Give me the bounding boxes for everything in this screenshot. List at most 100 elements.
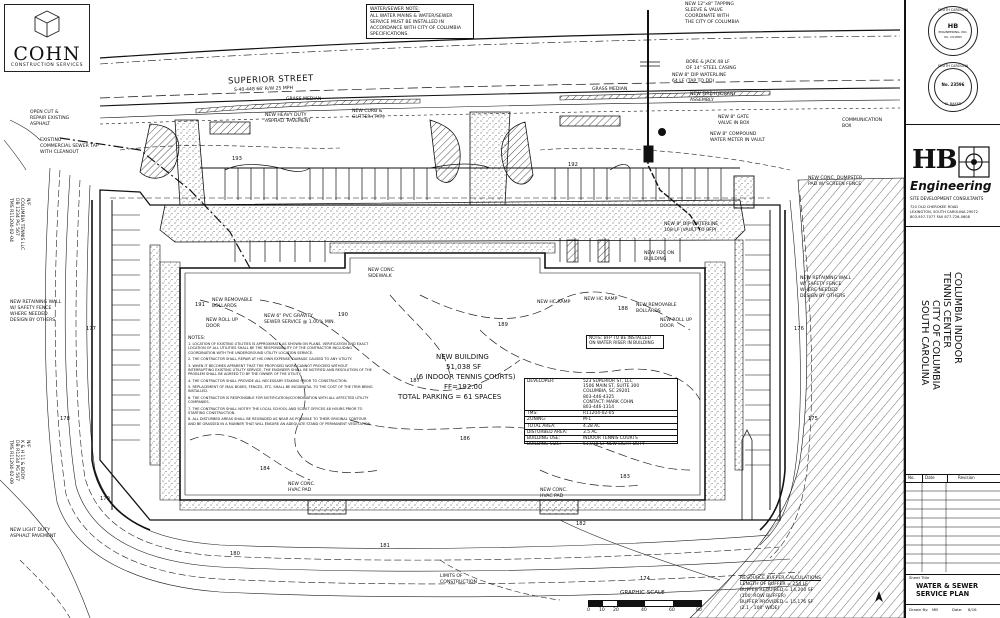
building-parking: TOTAL PARKING = 61 SPACES bbox=[398, 393, 502, 401]
callout-line: PAD W/ SCREEN FENCE bbox=[808, 182, 862, 187]
site-data-label: BUILDING USE: bbox=[527, 435, 560, 441]
callout-line: NEW RETAINING WALL bbox=[800, 276, 852, 281]
callout-line: DESIGN BY OTHERS bbox=[800, 294, 846, 299]
grass-medians bbox=[195, 90, 771, 114]
site-data-row: DEVELOPER:523 SUPERIOR ST, LLC bbox=[525, 379, 677, 384]
tb-divider bbox=[906, 574, 1000, 575]
scale-segment bbox=[673, 601, 701, 606]
callout-line: BORE & JACK 48 LF bbox=[686, 60, 730, 65]
hvac-pads bbox=[307, 499, 579, 515]
rev-header-no: No. bbox=[906, 474, 923, 482]
callout-line: SEWER SERVICE @ 1.00% MIN. bbox=[264, 320, 336, 325]
owner-line: N/F bbox=[25, 440, 30, 448]
callout-line: BOLLARDS bbox=[636, 309, 661, 314]
callout-line: LIMITS OF bbox=[440, 574, 463, 579]
callout-grass-median: GRASS MEDIAN bbox=[592, 87, 628, 92]
callout-line: NEW HEAVY DUTY bbox=[265, 113, 307, 118]
contour-label: 188 bbox=[618, 306, 628, 312]
seal-text: No. C01883 bbox=[944, 35, 962, 39]
callout-line: 108 LF (VAULT TO BFP) bbox=[664, 228, 717, 233]
firm-address: 720 OLD CHEROKEE ROAD bbox=[910, 205, 959, 209]
contour-label: 184 bbox=[260, 466, 271, 472]
site-data-row: BUILDING USE:INDOOR TENNIS COURTS bbox=[525, 434, 677, 441]
site-data-label bbox=[525, 405, 583, 410]
firm-tagline: SITE DEVELOPMENT CONSULTANTS bbox=[910, 196, 984, 201]
project-name: COLUMBIA INDOOR TENNIS CENTER bbox=[940, 272, 963, 364]
callout-hc-ramp: NEW HC RAMP bbox=[537, 300, 571, 305]
callout-line: (2.1 - 100' WIDE) bbox=[740, 606, 780, 611]
site-data-row: TMS:R11204-02-05 bbox=[525, 410, 677, 416]
location-line: CITY OF COLUMBIA bbox=[930, 300, 941, 390]
site-data-value: 4.28 AC bbox=[583, 423, 601, 429]
curb-islands bbox=[139, 115, 621, 185]
project-location: CITY OF COLUMBIA SOUTH CAROLINA bbox=[918, 300, 941, 390]
site-boundary bbox=[99, 189, 781, 521]
drainage-channel bbox=[741, 429, 753, 520]
graphic-scale-bar bbox=[588, 600, 702, 607]
callout-line: NEW 8" COMPOUND bbox=[710, 132, 757, 137]
callout-line: EXISTING bbox=[40, 138, 62, 143]
sheet-title-label: Sheet Title bbox=[909, 575, 930, 580]
owner-line: DB R1234 PG 567 bbox=[14, 440, 19, 482]
contour-label: 175 bbox=[808, 416, 818, 422]
callout-line: NEW 8" DIP WATERLINE bbox=[664, 222, 719, 227]
revision-grid bbox=[906, 482, 1000, 572]
site-data-row: CONTACT: MARK COHN bbox=[525, 400, 677, 405]
note-title: WATER/SEWER NOTE: bbox=[370, 7, 420, 12]
contour-label: 180 bbox=[230, 551, 240, 557]
logo-tagline: CONSTRUCTION SERVICES bbox=[10, 63, 84, 68]
sheet-title: WATER & SEWER bbox=[916, 582, 979, 590]
site-data-value: CONTACT: MARK COHN bbox=[583, 399, 634, 405]
seal-text: SOUTH CAROLINA bbox=[937, 8, 969, 12]
target-logo-icon bbox=[958, 146, 990, 178]
callout-line: NEW 8" GATE bbox=[718, 115, 749, 120]
scale-tick: 40 bbox=[641, 608, 647, 613]
project-line: TENNIS CENTER bbox=[941, 272, 953, 349]
contour-label: 176 bbox=[794, 326, 804, 332]
scale-segment bbox=[617, 601, 645, 606]
note-item: 4. THE CONTRACTOR SHALL PROVIDE ALL NECE… bbox=[188, 378, 348, 383]
callout-line: DESIGN BY OTHERS bbox=[10, 318, 56, 323]
callout-line: REPAIR EXISTING bbox=[30, 116, 70, 121]
callout-line: NEW FIRE HYDRANT bbox=[690, 92, 737, 97]
site-data-label: TMS: bbox=[527, 411, 538, 417]
callout-line: W/ SAFETY FENCE bbox=[800, 282, 842, 287]
owner-label-left: N/F COLUMBIA TENNIS LLC DB 1234 PG 567 T… bbox=[8, 198, 31, 250]
callout-line: NEW ROLL UP bbox=[660, 318, 692, 323]
building-title: NEW BUILDING bbox=[436, 353, 489, 361]
hc-stalls bbox=[566, 239, 610, 263]
building-use: (6 INDOOR TENNIS COURTS) bbox=[416, 373, 516, 381]
note-item: 1. LOCATION OF EXISTING UTILITIES IS APP… bbox=[188, 342, 369, 355]
callout-line: DOOR bbox=[660, 324, 674, 329]
project-line: COLUMBIA INDOOR bbox=[952, 272, 963, 364]
sewer-line bbox=[59, 137, 251, 269]
tb-divider bbox=[906, 124, 1000, 125]
callout-line: COORDINATE WITH bbox=[685, 14, 730, 19]
callout-line: COMMUNICATION bbox=[842, 118, 883, 123]
firm-word: Engineering bbox=[910, 179, 992, 193]
callout-line: ASSEMBLY bbox=[690, 98, 714, 103]
date-label: Date: bbox=[952, 607, 963, 612]
firm-logo-letters: HB bbox=[912, 145, 958, 175]
callout-hc-ramp: NEW HC RAMP bbox=[584, 297, 618, 302]
contour-label: 189 bbox=[498, 322, 508, 328]
tb-divider bbox=[906, 604, 1000, 605]
callout-line: OPEN CUT & bbox=[30, 110, 59, 115]
callout-line: WHERE NEEDED bbox=[800, 288, 838, 293]
site-data-row: 803-446-1314 bbox=[525, 405, 677, 410]
contour-label: 193 bbox=[232, 156, 242, 162]
seal-text: No. 23596 bbox=[941, 82, 965, 87]
owner-label-bottom-left: N/F K & H 11 & BODY DB R1234 PG 567 TMS … bbox=[8, 440, 31, 484]
site-data-row: 1506 MAIN ST, SUITE 300 bbox=[525, 384, 677, 389]
note-line: ALL WATER MAINS & WATER/SEWER bbox=[370, 14, 453, 19]
callout-line: OF 14" STEEL CASING bbox=[686, 66, 737, 71]
contour-label: 178 bbox=[60, 416, 70, 422]
callout-line: NEW ROLL UP bbox=[206, 318, 238, 323]
note-item: 7. THE CONTRACTOR SHALL NOTIFY THE LOCAL… bbox=[188, 406, 363, 415]
site-data-label: TOTAL AREA: bbox=[527, 423, 556, 429]
note-line: SPECIFICATIONS. bbox=[370, 32, 409, 37]
scale-tick: 80 bbox=[696, 608, 702, 613]
site-data-value: 803-446-4325 bbox=[583, 394, 615, 400]
parking-stalls-right bbox=[734, 210, 771, 510]
